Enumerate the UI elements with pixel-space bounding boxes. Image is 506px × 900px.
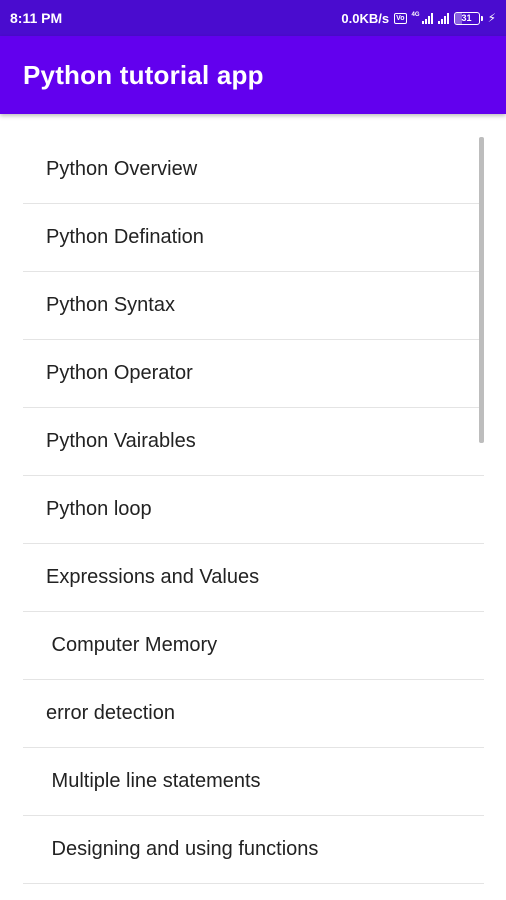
volte-icon: Vo <box>394 12 407 24</box>
list-item-label: Python Overview <box>46 158 198 180</box>
list-item-label: Expressions and Values <box>46 566 260 588</box>
list-item[interactable]: Python Vairables <box>23 408 484 476</box>
list-item[interactable]: Expressions and Values <box>23 544 484 612</box>
list-item-label: Python Vairables <box>46 430 196 452</box>
list-item-label: Python loop <box>46 498 152 520</box>
battery-level: 31 <box>461 13 472 23</box>
list-item-label: Python Defination <box>46 226 204 248</box>
list-item[interactable]: Multiple line statements <box>23 748 484 816</box>
battery-icon: 31 <box>453 11 483 25</box>
list-item[interactable]: Python loop <box>23 476 484 544</box>
list-item[interactable]: Python Operator <box>23 340 484 408</box>
status-time: 8:11 PM <box>10 10 63 26</box>
app-bar: Python tutorial app <box>0 36 506 114</box>
list-item[interactable]: Python Syntax <box>23 272 484 340</box>
list-item[interactable]: error detection <box>23 680 484 748</box>
status-icons: 0.0KB/s Vo 4G 31 ⚡︎ <box>341 11 496 26</box>
list-item[interactable]: Python Overview <box>23 136 484 204</box>
signal-4g-label: 4G <box>411 12 420 18</box>
scrollbar[interactable] <box>479 137 484 443</box>
charging-icon: ⚡︎ <box>487 11 496 25</box>
list-item-label: Designing and using functions <box>46 838 319 860</box>
list-item[interactable]: Designing and using functions <box>23 816 484 884</box>
app-title: Python tutorial app <box>23 59 264 90</box>
list-item-label: Multiple line statements <box>46 770 261 792</box>
list-item-label: error detection <box>46 702 175 724</box>
list-item-label: Python Syntax <box>46 294 175 316</box>
list-item[interactable]: Computer Memory <box>23 612 484 680</box>
list-item-label: Computer Memory <box>46 634 218 656</box>
network-speed: 0.0KB/s <box>341 10 390 26</box>
list-item-label: Python Operator <box>46 362 193 384</box>
signal-icon <box>437 12 449 24</box>
status-bar: 8:11 PM 0.0KB/s Vo 4G 31 ⚡︎ <box>0 0 506 36</box>
signal-4g-icon: 4G <box>412 12 433 24</box>
battery-fill <box>454 12 462 24</box>
list-item[interactable]: Python Defination <box>23 204 484 272</box>
